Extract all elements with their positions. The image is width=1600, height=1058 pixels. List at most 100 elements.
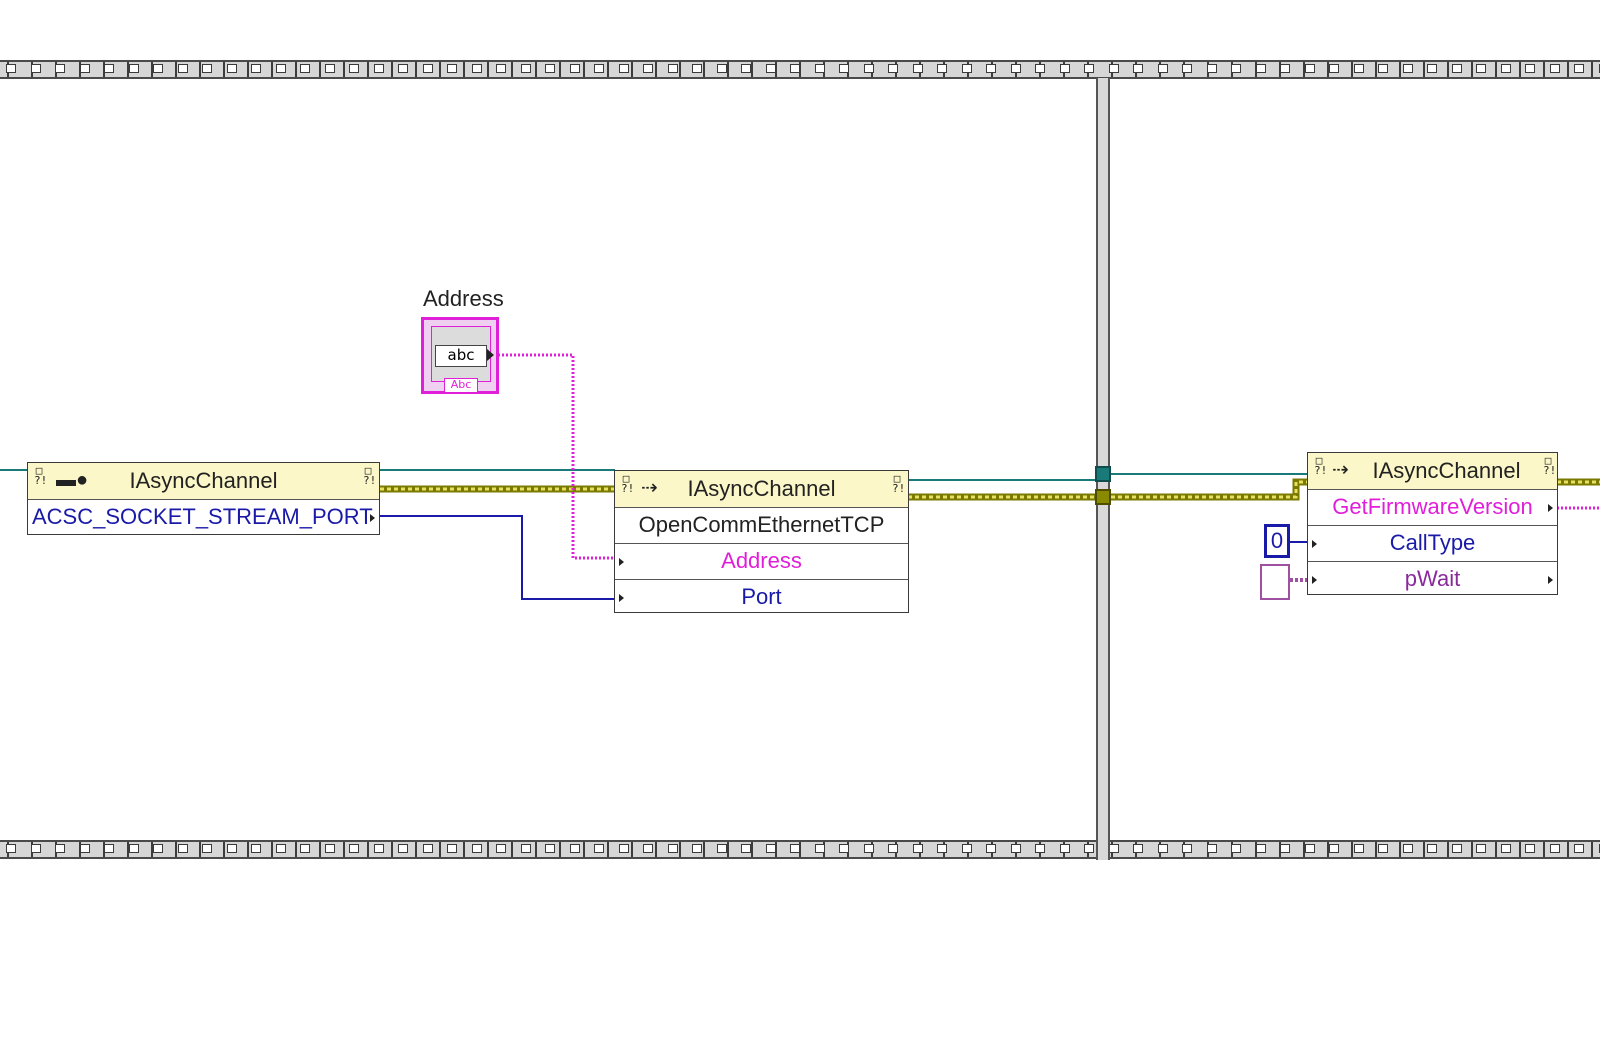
filmstrip-hole xyxy=(30,64,41,73)
filmstrip-hole xyxy=(496,64,506,73)
filmstrip-hole xyxy=(6,64,16,73)
filmstrip-hole xyxy=(1427,844,1437,853)
filmstrip-hole xyxy=(716,844,727,853)
error-wire[interactable] xyxy=(1111,478,1308,501)
filmstrip-hole xyxy=(202,64,212,73)
variant-constant[interactable] xyxy=(1260,564,1290,600)
arrow-right-icon: ⇢ xyxy=(1332,459,1349,481)
output-terminal-icon xyxy=(370,514,375,522)
param-row-port[interactable]: Port xyxy=(615,579,908,615)
filmstrip-hole xyxy=(1108,64,1119,73)
filmstrip-hole xyxy=(128,64,139,73)
filmstrip-hole xyxy=(594,64,604,73)
param-name: Port xyxy=(741,584,782,609)
filmstrip-hole xyxy=(177,64,188,73)
filmstrip-hole xyxy=(104,844,114,853)
invoke-node-get-firmware[interactable]: □?! ⇢ IAsyncChannel □?! GetFirmwareVersi… xyxy=(1307,452,1558,595)
filmstrip-hole xyxy=(961,844,972,853)
filmstrip-hole xyxy=(1451,844,1462,853)
invoke-node-header[interactable]: □?! ⇢ IAsyncChannel □?! xyxy=(1308,453,1557,490)
invoke-node-open-comm[interactable]: □?! ⇢ IAsyncChannel □?! OpenCommEthernet… xyxy=(614,470,909,613)
address-control-text: abc xyxy=(435,345,487,367)
filmstrip-hole xyxy=(1476,844,1486,853)
filmstrip-hole xyxy=(226,844,237,853)
filmstrip-hole xyxy=(1549,64,1560,73)
filmstrip-hole xyxy=(300,64,310,73)
filmstrip-hole xyxy=(839,844,849,853)
property-node-header[interactable]: □?! ▬● IAsyncChannel □?! xyxy=(28,463,379,500)
filmstrip-hole xyxy=(1525,844,1535,853)
filmstrip-hole xyxy=(153,64,163,73)
filmstrip-hole xyxy=(1133,844,1143,853)
arrow-right-icon: ⇢ xyxy=(641,477,658,499)
filmstrip-hole xyxy=(275,844,286,853)
filmstrip-hole xyxy=(373,844,384,853)
reference-out-icon: □?! xyxy=(363,464,377,487)
property-node-iasyncchannel[interactable]: □?! ▬● IAsyncChannel □?! ACSC_SOCKET_STR… xyxy=(27,462,380,535)
filmstrip-hole xyxy=(1304,844,1315,853)
filmstrip-hole xyxy=(79,64,90,73)
filmstrip-hole xyxy=(986,64,996,73)
filmstrip-hole xyxy=(1206,844,1217,853)
filmstrip-hole xyxy=(349,64,359,73)
filmstrip-hole xyxy=(1206,64,1217,73)
filmstrip-hole xyxy=(790,844,800,853)
filmstrip-hole xyxy=(1084,64,1094,73)
filmstrip-hole xyxy=(863,64,874,73)
filmstrip-hole xyxy=(1059,844,1070,853)
filmstrip-hole xyxy=(1329,64,1339,73)
numeric-constant[interactable]: 0 xyxy=(1264,524,1290,558)
filmstrip-hole xyxy=(1500,64,1511,73)
filmstrip-hole xyxy=(1500,844,1511,853)
filmstrip-hole xyxy=(128,844,139,853)
string-wire[interactable] xyxy=(498,353,615,560)
property-row[interactable]: ACSC_SOCKET_STREAM_PORT xyxy=(28,500,379,535)
property-node-class: IAsyncChannel xyxy=(129,468,278,493)
output-terminal-icon xyxy=(1548,504,1553,512)
reference-in-icon: □?! xyxy=(621,472,635,495)
filmstrip-hole xyxy=(1182,844,1192,853)
filmstrip-hole xyxy=(937,844,947,853)
filmstrip-hole xyxy=(1157,844,1168,853)
filmstrip-hole xyxy=(55,64,65,73)
param-row-address[interactable]: Address xyxy=(615,543,908,579)
int-wire[interactable] xyxy=(380,515,615,600)
filmstrip-hole xyxy=(1035,64,1045,73)
method-row[interactable]: OpenCommEthernetTCP xyxy=(615,508,908,543)
filmstrip-hole xyxy=(1451,64,1462,73)
filmstrip-hole xyxy=(1084,844,1094,853)
property-name: ACSC_SOCKET_STREAM_PORT xyxy=(32,504,373,529)
filmstrip-hole xyxy=(618,64,629,73)
filmstrip-hole xyxy=(888,64,898,73)
filmstrip-hole xyxy=(471,844,482,853)
filmstrip-hole xyxy=(1598,844,1600,853)
filmstrip-hole xyxy=(569,64,580,73)
filmstrip-hole xyxy=(545,844,555,853)
refnum-tunnel[interactable] xyxy=(1095,466,1111,482)
filmstrip-hole xyxy=(447,64,457,73)
method-row[interactable]: GetFirmwareVersion xyxy=(1308,490,1557,525)
filmstrip-hole xyxy=(888,844,898,853)
filmstrip-hole xyxy=(667,844,678,853)
filmstrip-hole xyxy=(251,844,261,853)
filmstrip-hole xyxy=(349,844,359,853)
filmstrip-hole xyxy=(643,844,653,853)
filmstrip-hole xyxy=(1010,64,1021,73)
address-string-control[interactable]: abc Abc xyxy=(421,317,499,394)
filmstrip-hole xyxy=(1427,64,1437,73)
filmstrip-hole xyxy=(814,844,825,853)
filmstrip-hole xyxy=(1329,844,1339,853)
param-row-pwait[interactable]: pWait xyxy=(1308,561,1557,597)
filmstrip-hole xyxy=(1035,844,1045,853)
invoke-node-class: IAsyncChannel xyxy=(1372,458,1521,483)
filmstrip-holes-top xyxy=(0,60,1600,79)
param-row-calltype[interactable]: CallType xyxy=(1308,525,1557,561)
invoke-node-header[interactable]: □?! ⇢ IAsyncChannel □?! xyxy=(615,471,908,508)
filmstrip-hole xyxy=(937,64,947,73)
method-name: GetFirmwareVersion xyxy=(1332,494,1533,519)
error-tunnel[interactable] xyxy=(1095,489,1111,505)
filmstrip-hole xyxy=(1255,844,1266,853)
filmstrip-hole xyxy=(863,844,874,853)
